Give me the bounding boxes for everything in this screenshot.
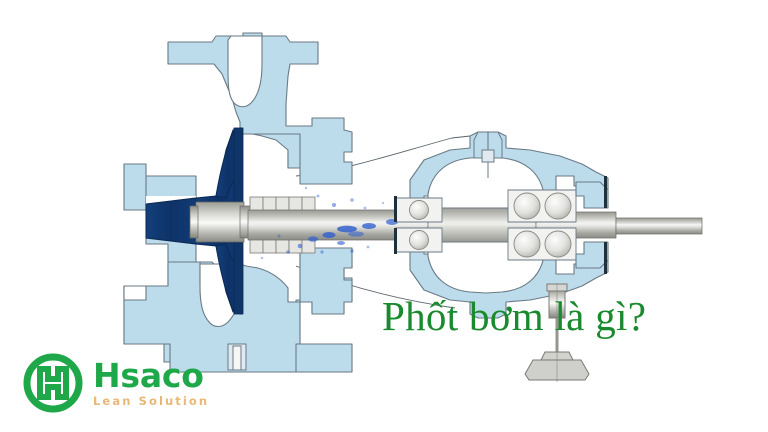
- casing-drain-plug-inner: [232, 345, 242, 371]
- hsaco-logo-icon: [23, 353, 83, 413]
- discharge-throat-cavity: [227, 35, 263, 108]
- logo-text-block: Hsaco Lean Solution: [93, 359, 209, 408]
- end-cover-gasket-lower: [604, 242, 607, 274]
- shaft-hub: [195, 201, 245, 243]
- packing-gland: [249, 196, 316, 254]
- gland-ring: [275, 196, 290, 211]
- bearing-end-cover-lower: [575, 241, 609, 269]
- gland-ring: [301, 196, 316, 211]
- casing-support-foot: [295, 343, 353, 373]
- inboard-gasket-upper: [394, 196, 397, 222]
- ball-bearing-outboard-upper-2: [544, 192, 572, 220]
- gland-ring: [288, 196, 303, 211]
- ball-bearing-outboard-upper-1: [513, 192, 541, 220]
- ball-bearing-inboard-upper: [409, 200, 429, 220]
- gland-ring: [249, 196, 264, 211]
- oil-filler-neck: [481, 149, 495, 163]
- casing-bolt-detail: [227, 343, 247, 371]
- gland-ring: [301, 239, 316, 254]
- shaft-coupling-stub: [615, 217, 703, 235]
- leveling-foot: [524, 283, 590, 382]
- ball-bearing-outboard-lower-2: [544, 230, 572, 258]
- brand-logo[interactable]: Hsaco Lean Solution: [22, 352, 209, 414]
- foot-notch: [123, 285, 147, 301]
- ball-bearings: [409, 192, 572, 258]
- gland-ring: [249, 239, 264, 254]
- seal-leak-spray: [260, 186, 418, 260]
- oil-filler: [473, 131, 503, 178]
- gland-ring: [262, 196, 277, 211]
- end-cover-gasket-upper: [604, 176, 607, 208]
- bearing-end-cover: [575, 181, 609, 209]
- logo-tagline: Lean Solution: [93, 393, 210, 408]
- ball-bearing-outboard-lower-1: [513, 230, 541, 258]
- stuffing-box-housing: [253, 133, 301, 169]
- logo-wordmark: Hsaco: [93, 355, 204, 395]
- gland-ring: [262, 239, 277, 254]
- page-title: Phốt bơm là gì?: [382, 293, 647, 339]
- impeller-nut: [189, 205, 199, 239]
- impeller-eye: [145, 197, 197, 245]
- inboard-gasket-lower: [394, 228, 397, 254]
- ball-bearing-inboard-lower: [409, 230, 429, 250]
